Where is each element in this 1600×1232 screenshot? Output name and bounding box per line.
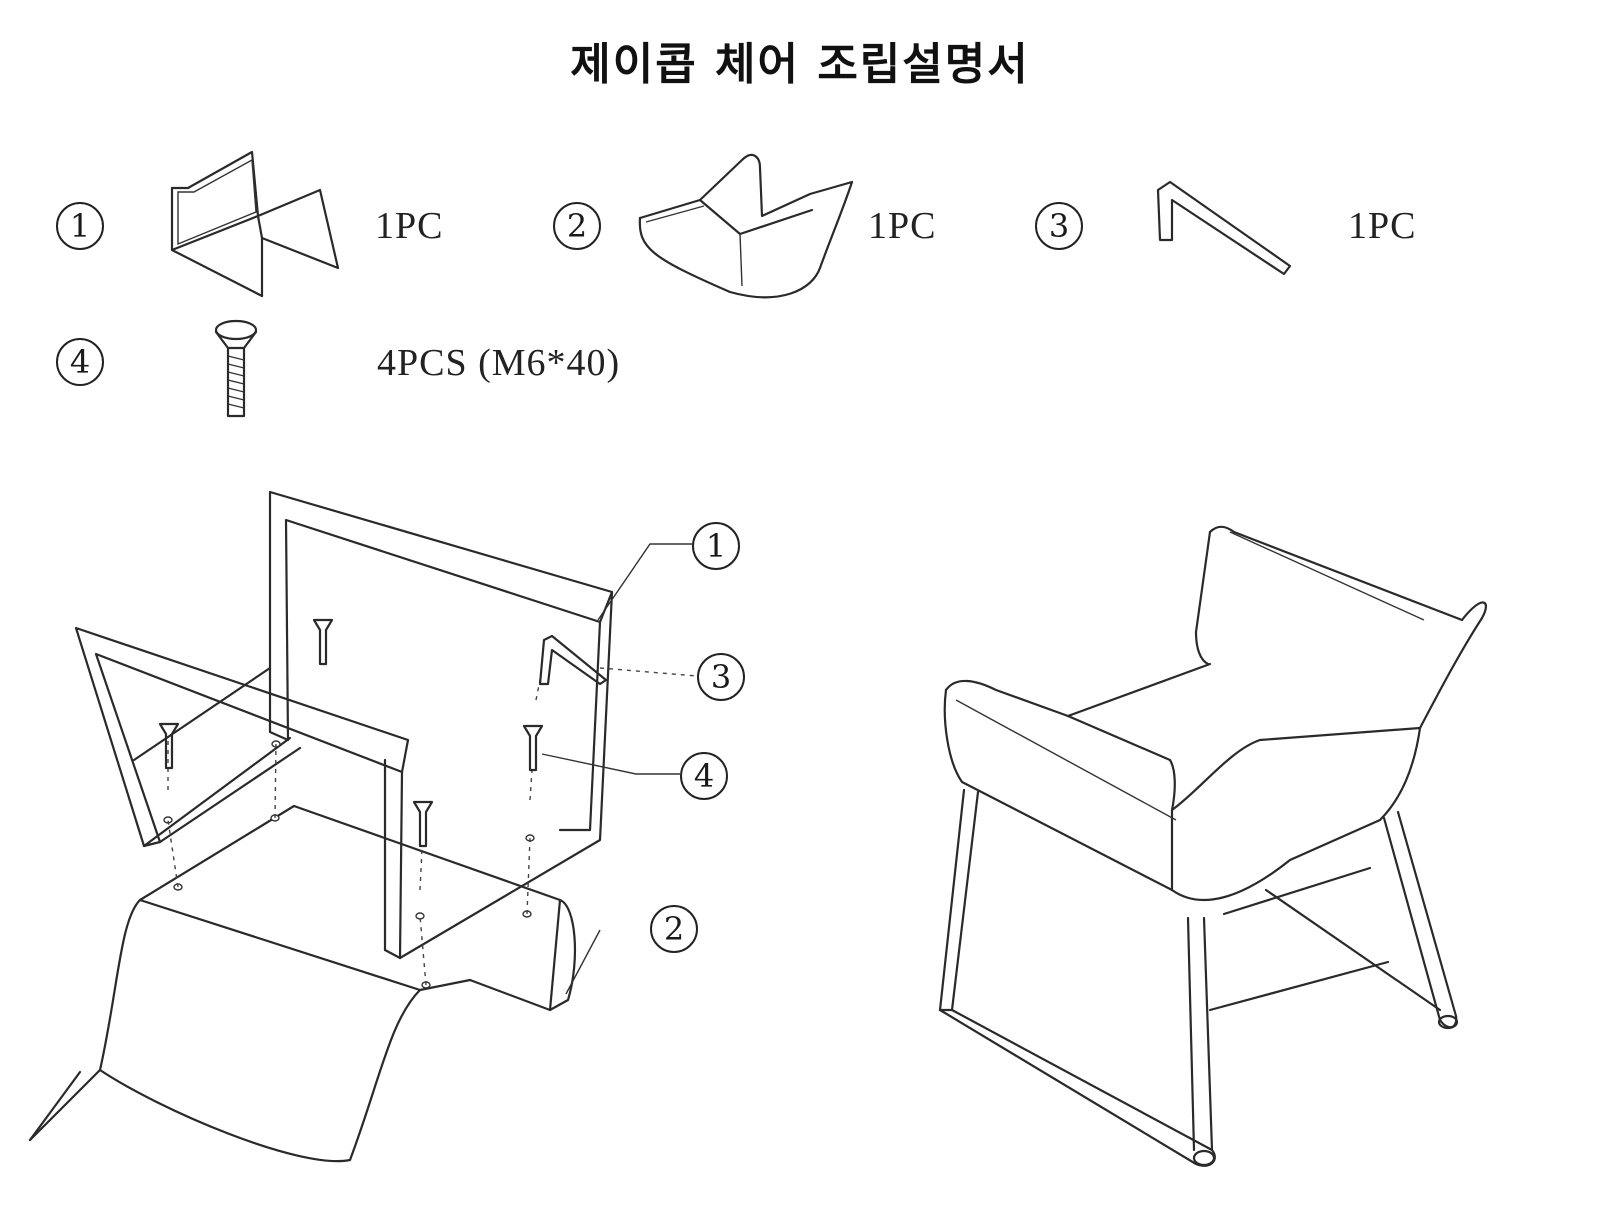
callout-seat: 2: [650, 905, 698, 953]
hex-key-icon: [1156, 180, 1292, 276]
chair-frame-icon: [170, 150, 340, 298]
part-1-quantity: 1PC: [375, 205, 444, 247]
part-3-quantity: 1PC: [1348, 205, 1417, 247]
seat-shell-icon: [638, 153, 854, 299]
callout-hex-key: 3: [697, 653, 745, 701]
exploded-view: [28, 490, 698, 1163]
part-3-number: 3: [1035, 202, 1083, 250]
assembled-chair: [938, 525, 1487, 1167]
bolt-icon: [214, 319, 258, 418]
callout-frame: 1: [692, 522, 740, 570]
part-2-quantity: 1PC: [868, 205, 937, 247]
callout-bolt: 4: [680, 752, 728, 800]
part-2-number: 2: [553, 202, 601, 250]
part-4-quantity: 4PCS (M6*40): [377, 342, 621, 384]
part-1-number: 1: [56, 202, 104, 250]
page-title: 제이콥 체어 조립설명서: [570, 39, 1030, 90]
part-4-number: 4: [56, 338, 104, 386]
